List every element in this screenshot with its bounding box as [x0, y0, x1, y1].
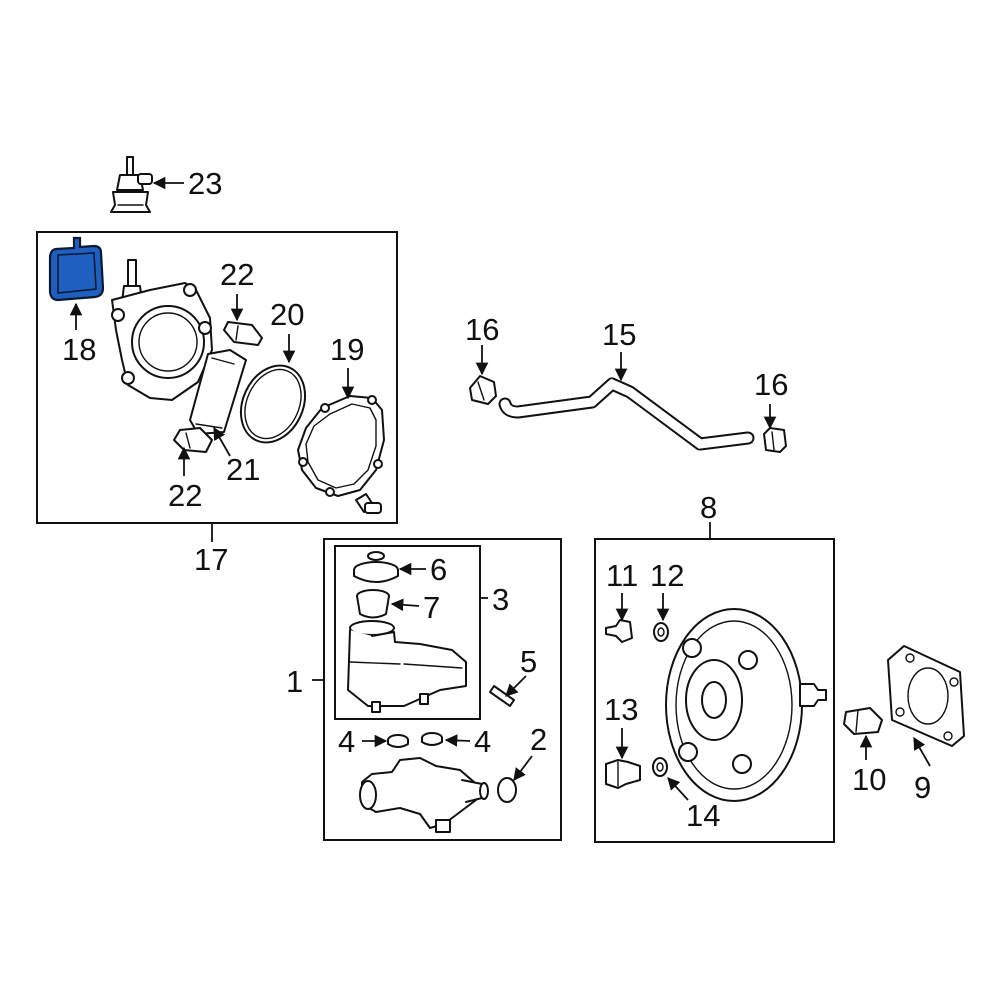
callout-15: 15 — [602, 317, 636, 352]
pump-cover-gasket-part[interactable] — [48, 236, 105, 302]
callout-12: 12 — [650, 558, 684, 593]
callout-14: 14 — [686, 798, 720, 833]
master-cylinder-group-box — [323, 538, 562, 841]
vacuum-pump-group-box — [36, 231, 398, 524]
callout-16-left: 16 — [465, 312, 499, 347]
reservoir-grommet-right-part[interactable] — [421, 732, 443, 746]
booster-fitting-upper-part[interactable] — [605, 619, 633, 643]
reservoir-grommet-left-part[interactable] — [387, 734, 409, 748]
callout-22-upper: 22 — [220, 257, 254, 292]
callout-22-lower: 22 — [168, 478, 202, 513]
callout-7: 7 — [423, 590, 440, 625]
callout-2: 2 — [530, 722, 547, 757]
callout-4-right: 4 — [474, 724, 491, 759]
master-cylinder-seal-part[interactable] — [497, 777, 517, 803]
callout-17: 17 — [194, 542, 228, 577]
callout-11: 11 — [606, 558, 638, 593]
booster-spacer-part[interactable] — [843, 707, 883, 735]
lower-clip-part[interactable] — [173, 427, 213, 453]
hose-clamp-right-part[interactable] — [763, 427, 787, 453]
leader-lines — [69, 176, 931, 801]
callout-8: 8 — [700, 490, 717, 525]
callout-20: 20 — [270, 297, 304, 332]
booster-fitting-lower-part[interactable] — [605, 759, 641, 789]
callout-23: 23 — [188, 166, 222, 201]
callout-6: 6 — [430, 552, 447, 587]
pump-bolt-part[interactable] — [355, 493, 382, 514]
master-cylinder-body-part[interactable] — [359, 757, 489, 833]
upper-clip-part[interactable] — [223, 321, 263, 346]
brake-booster-part[interactable] — [665, 608, 827, 802]
booster-nut-lower-part[interactable] — [652, 757, 668, 777]
brake-fluid-reservoir-part[interactable] — [347, 620, 467, 713]
brake-booster-group-box — [594, 538, 835, 843]
booster-nut-upper-part[interactable] — [653, 622, 669, 642]
reservoir-pin-part[interactable] — [489, 685, 515, 707]
callout-21: 21 — [226, 452, 260, 487]
pump-o-ring-part[interactable] — [229, 355, 317, 453]
check-valve-part[interactable] — [110, 156, 153, 213]
callout-13: 13 — [604, 692, 638, 727]
callout-10: 10 — [852, 762, 886, 797]
callout-3: 3 — [492, 582, 509, 617]
callout-19: 19 — [330, 332, 364, 367]
callout-18: 18 — [62, 332, 96, 367]
callout-9: 9 — [914, 770, 931, 805]
reservoir-subgroup-box — [334, 545, 481, 720]
callout-5: 5 — [520, 644, 537, 679]
callout-16-right: 16 — [754, 367, 788, 402]
vacuum-pump-housing-part[interactable] — [111, 259, 213, 401]
pump-cover-plate-part[interactable] — [297, 395, 385, 497]
booster-gasket-part[interactable] — [887, 645, 965, 747]
reservoir-cap-part[interactable] — [353, 551, 399, 583]
hose-clamp-left-part[interactable] — [469, 375, 497, 405]
callout-4-left: 4 — [338, 724, 355, 759]
reservoir-strainer-part[interactable] — [356, 589, 390, 619]
callout-1: 1 — [286, 664, 303, 699]
vacuum-hose-part[interactable] — [498, 377, 755, 451]
